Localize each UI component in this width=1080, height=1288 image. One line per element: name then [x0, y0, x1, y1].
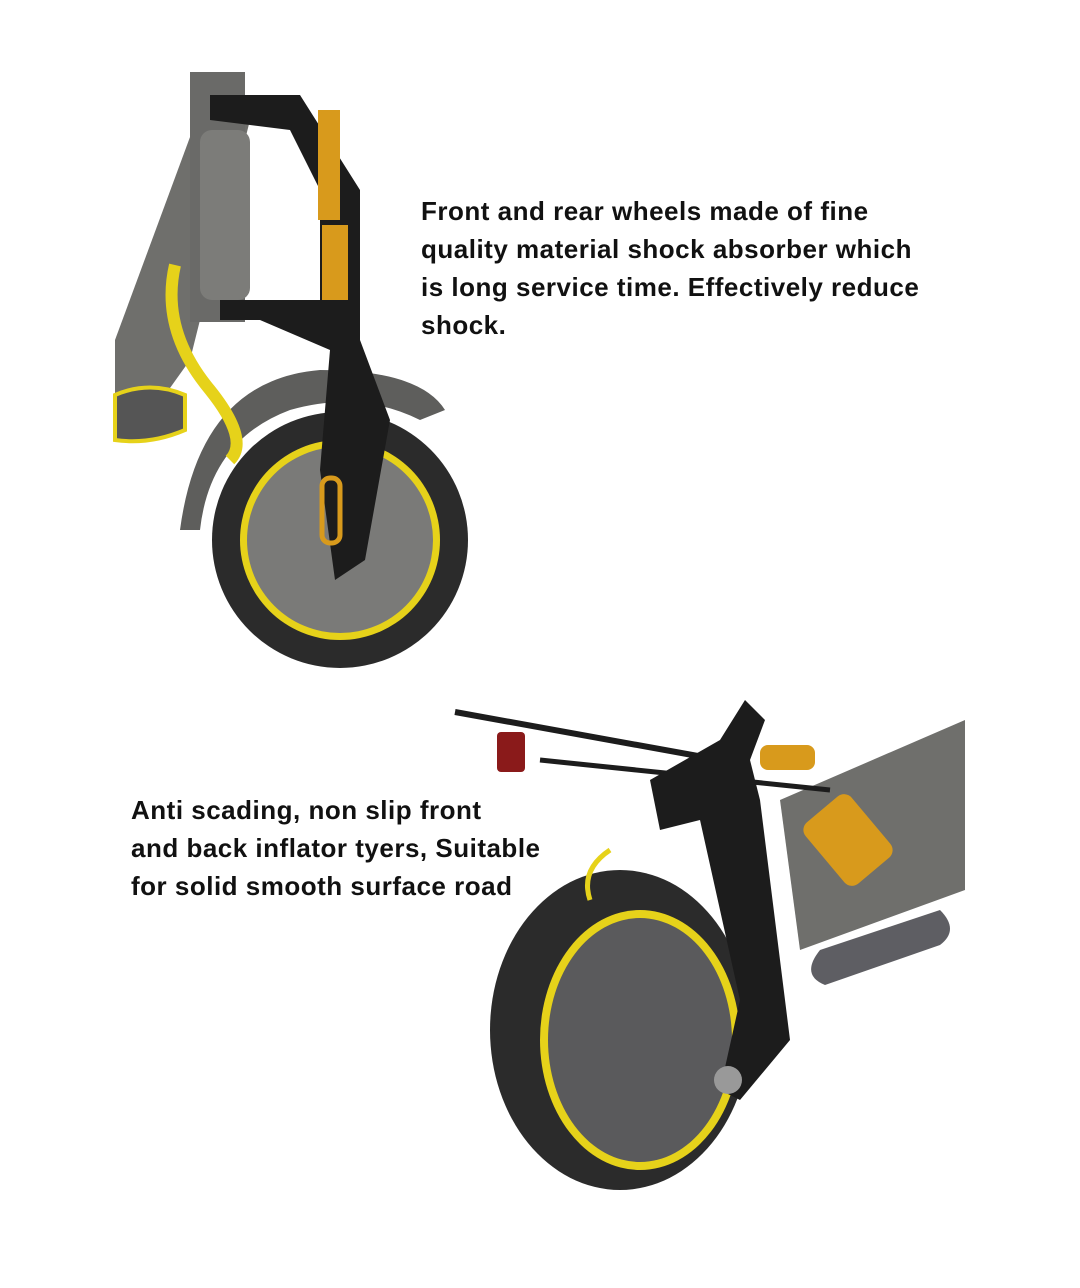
front-wheel-caption: Front and rear wheels made of fine quali…	[421, 192, 919, 344]
caption-line: Anti scading, non slip front	[131, 795, 482, 825]
front-wheel-photo	[113, 72, 468, 668]
rear-wheel-photo	[454, 700, 965, 1190]
caption-line: shock.	[421, 310, 507, 340]
caption-line: quality material shock absorber which	[421, 234, 912, 264]
caption-line: and back inflator tyers, Suitable	[131, 833, 541, 863]
rear-wheel-caption: Anti scading, non slip front and back in…	[131, 791, 541, 905]
caption-line: for solid smooth surface road	[131, 871, 513, 901]
caption-line: Front and rear wheels made of fine	[421, 196, 869, 226]
caption-line: is long service time. Effectively reduce	[421, 272, 920, 302]
